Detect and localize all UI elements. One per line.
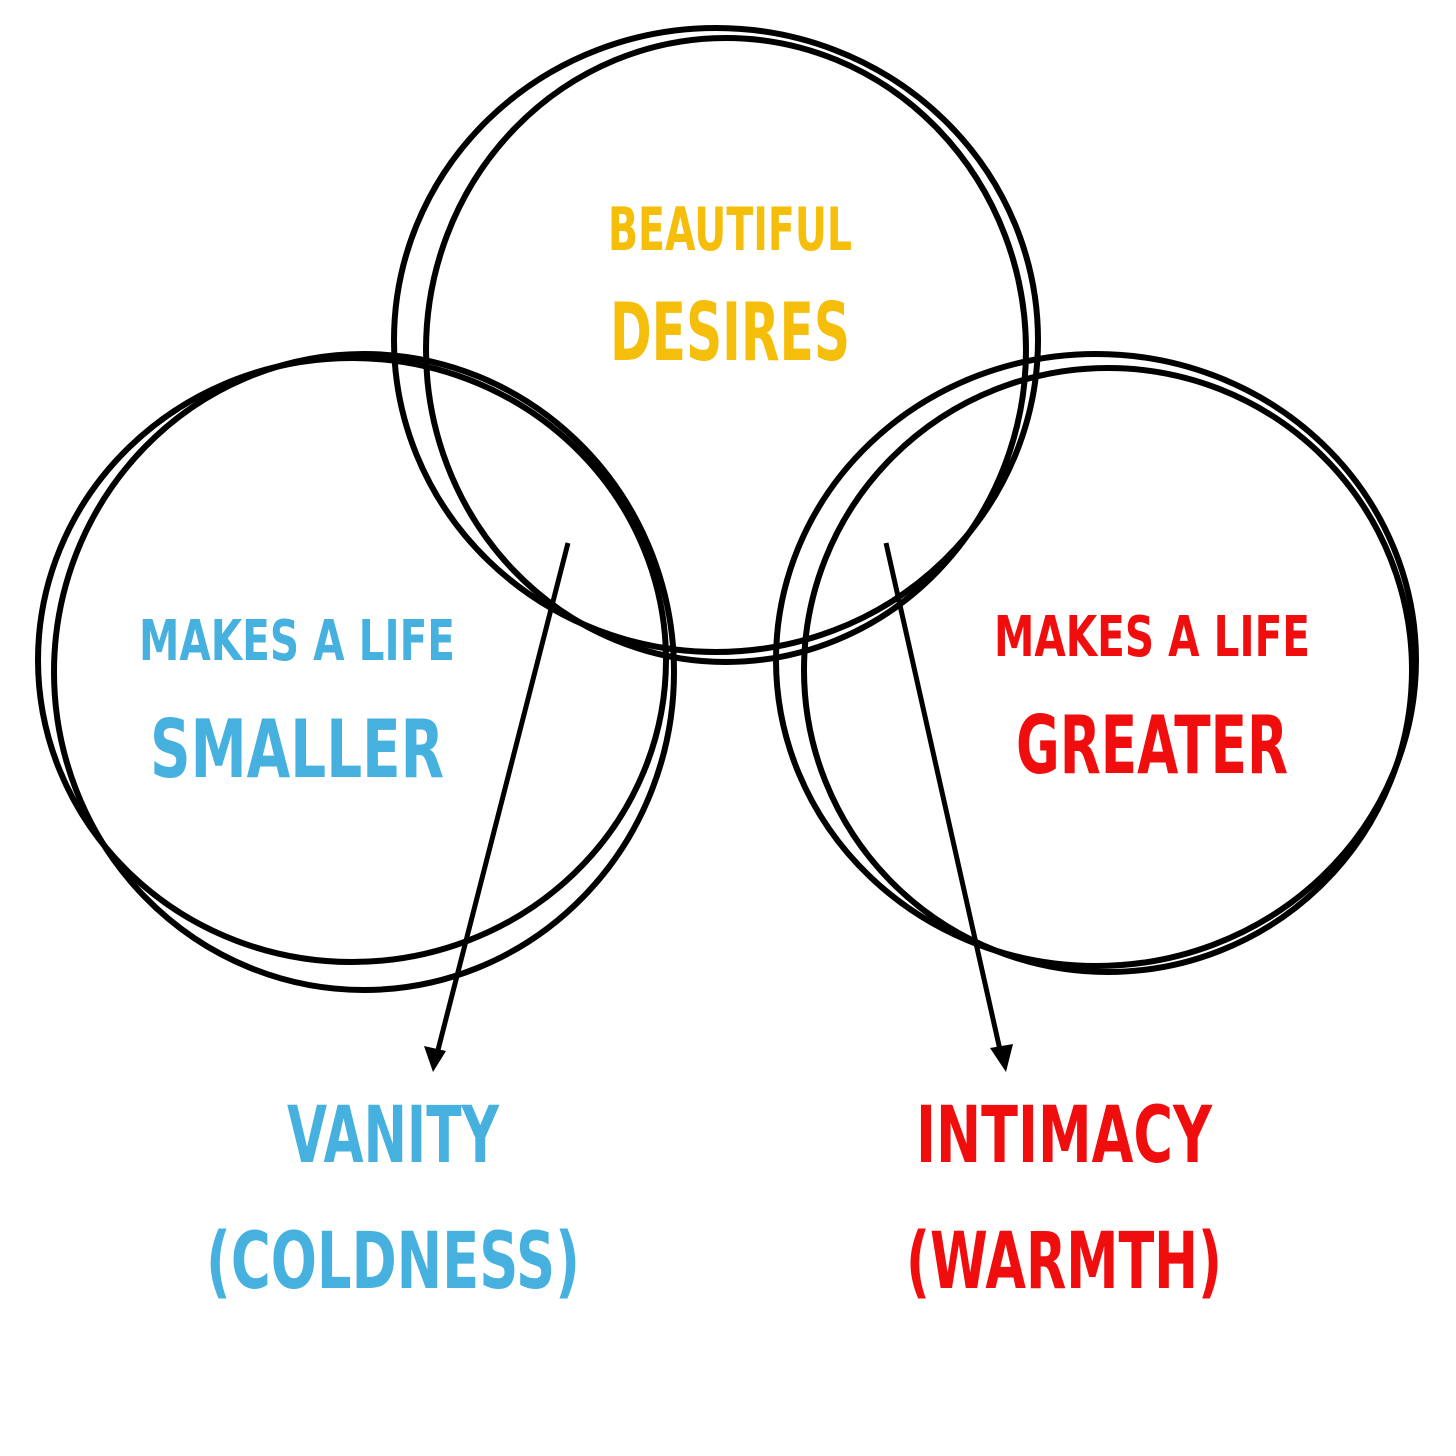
circle-right-label-line2: GREATER <box>1016 699 1288 792</box>
circle-left-label-line2: SMALLER <box>150 703 444 796</box>
outcome-left-line2: (COLDNESS) <box>206 1217 580 1307</box>
circle-top-ring-inner <box>423 35 1029 665</box>
circle-right-label-line1: MAKES A LIFE <box>994 605 1310 670</box>
circle-top-label-line1: BEAUTIFUL <box>608 195 852 265</box>
outcome-left-line1: VANITY <box>287 1091 500 1181</box>
circle-right-ring-outer <box>773 351 1419 969</box>
circle-right-ring-inner <box>801 365 1415 975</box>
arrow-left-head <box>424 1046 446 1072</box>
circle-right <box>773 351 1419 975</box>
arrow-right <box>883 542 1013 1072</box>
circle-top-ring-outer <box>391 25 1041 655</box>
arrow-left-shaft <box>435 542 571 1051</box>
outcome-right-line2: (WARMTH) <box>906 1217 1222 1307</box>
circle-top-label-line2: DESIRES <box>610 286 850 379</box>
arrow-right-head <box>990 1044 1013 1072</box>
circle-left <box>35 351 677 993</box>
arrow-right-shaft <box>883 542 1003 1051</box>
circle-left-label-line1: MAKES A LIFE <box>139 609 455 674</box>
circle-top <box>391 25 1041 665</box>
arrow-left <box>424 542 571 1072</box>
circle-left-ring-outer <box>35 355 669 965</box>
outcome-right-line1: INTIMACY <box>916 1091 1213 1181</box>
circle-left-ring-inner <box>51 351 677 993</box>
